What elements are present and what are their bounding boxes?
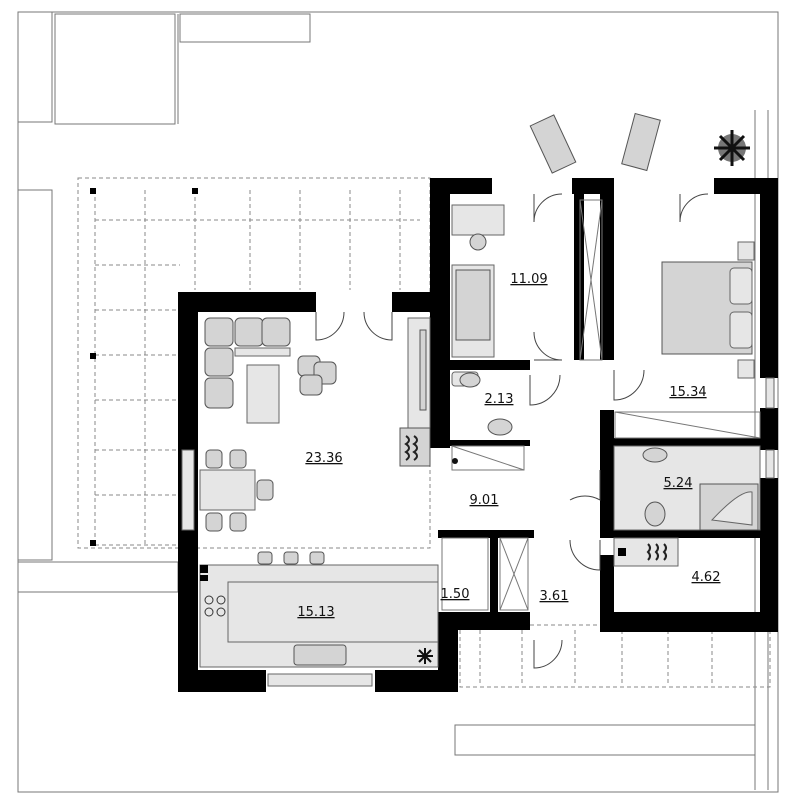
dining-table <box>199 449 274 532</box>
double-bed <box>661 241 755 379</box>
exterior-walls <box>178 178 778 692</box>
room-area-pantry: 1.50 <box>441 587 470 602</box>
coffee-table <box>246 364 280 424</box>
single-bed <box>451 264 495 358</box>
interior-walls <box>438 190 768 620</box>
room-area-wc: 2.13 <box>485 392 514 407</box>
room-area-hall: 9.01 <box>470 493 499 508</box>
plant-icon <box>714 130 750 166</box>
sofa <box>204 317 291 409</box>
sink <box>293 644 347 666</box>
room-area-bathroom: 5.24 <box>664 476 693 491</box>
fireplace-icon <box>404 435 418 461</box>
pergola <box>77 177 771 688</box>
room-area-kitchen: 15.13 <box>297 605 334 620</box>
room-area-bedroom2: 15.34 <box>669 385 706 400</box>
wc-fixtures <box>451 371 513 436</box>
boiler-fixtures <box>452 458 679 567</box>
room-area-living: 23.36 <box>305 451 342 466</box>
heater-icon <box>646 543 667 561</box>
cooktop <box>204 595 226 617</box>
windows <box>181 377 775 687</box>
desk-chair <box>469 233 487 251</box>
kitchen-units <box>199 551 439 668</box>
room-area-boiler: 4.62 <box>692 570 721 585</box>
desk <box>451 204 505 236</box>
armchairs <box>297 355 337 396</box>
room-area-vestibule: 3.61 <box>540 589 569 604</box>
bathroom-fixtures <box>613 445 761 531</box>
closets <box>441 199 761 611</box>
snowflake-icon <box>417 648 433 664</box>
sun-lounger-icon <box>529 112 661 174</box>
room-area-bedroom1: 11.09 <box>510 272 547 287</box>
fireplace <box>399 317 431 467</box>
doors <box>315 193 709 669</box>
